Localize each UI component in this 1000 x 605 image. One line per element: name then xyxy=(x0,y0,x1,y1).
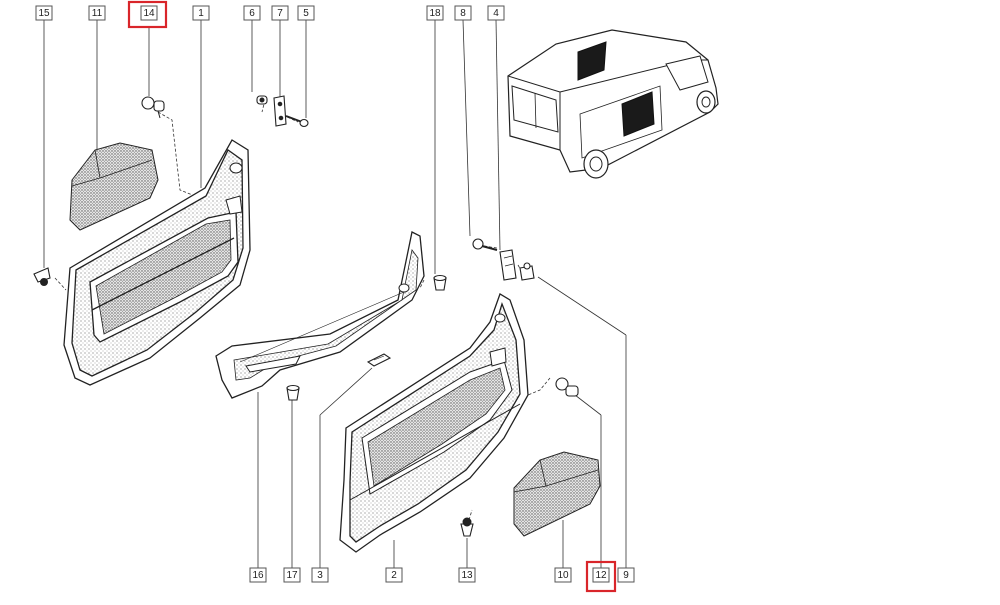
label-2[interactable]: 2 xyxy=(385,567,403,583)
bracket-4[interactable] xyxy=(499,249,517,281)
label-16[interactable]: 16 xyxy=(249,567,267,583)
label-13[interactable]: 13 xyxy=(458,567,476,583)
svg-text:9: 9 xyxy=(623,570,629,581)
clip-17[interactable] xyxy=(286,384,300,401)
label-12[interactable]: 12 xyxy=(585,560,617,593)
screw-8[interactable] xyxy=(472,238,498,251)
svg-text:8: 8 xyxy=(460,8,466,19)
highlight-box-14 xyxy=(127,0,168,29)
label-7[interactable]: 7 xyxy=(271,5,289,21)
highlight-box-12 xyxy=(585,560,617,593)
label-1[interactable]: 1 xyxy=(192,5,210,21)
clip-18[interactable] xyxy=(433,274,447,291)
label-11[interactable]: 11 xyxy=(88,5,106,21)
svg-text:12: 12 xyxy=(595,570,607,581)
door-panel-2[interactable] xyxy=(339,293,529,553)
svg-text:5: 5 xyxy=(303,8,309,19)
svg-text:11: 11 xyxy=(92,8,103,19)
leader-lines xyxy=(43,19,627,568)
label-17[interactable]: 17 xyxy=(283,567,301,583)
screw-5[interactable] xyxy=(285,115,309,128)
label-6[interactable]: 6 xyxy=(243,5,261,21)
label-18[interactable]: 18 xyxy=(426,5,444,21)
svg-text:13: 13 xyxy=(461,570,473,581)
svg-text:1: 1 xyxy=(198,8,204,19)
van-thumbnail xyxy=(507,29,719,179)
insulation-pad-10[interactable] xyxy=(513,451,601,537)
retainer-6[interactable] xyxy=(256,95,268,105)
insulation-pad-11[interactable] xyxy=(69,142,159,231)
sill-trim-16[interactable] xyxy=(215,231,425,399)
clip-14[interactable] xyxy=(141,96,165,119)
svg-text:14: 14 xyxy=(143,8,155,19)
label-3[interactable]: 3 xyxy=(311,567,329,583)
svg-text:16: 16 xyxy=(252,570,264,581)
svg-text:10: 10 xyxy=(557,570,569,581)
label-10[interactable]: 10 xyxy=(554,567,572,583)
bracket-7[interactable] xyxy=(273,95,287,127)
clip-13[interactable] xyxy=(460,517,474,537)
part-labels: 15 11 14 1 6 7 5 18 xyxy=(35,0,635,593)
label-8[interactable]: 8 xyxy=(454,5,472,21)
svg-text:2: 2 xyxy=(391,570,397,581)
svg-text:17: 17 xyxy=(286,570,298,581)
svg-text:18: 18 xyxy=(429,8,441,19)
label-5[interactable]: 5 xyxy=(297,5,315,21)
svg-text:7: 7 xyxy=(277,8,283,19)
label-15[interactable]: 15 xyxy=(35,5,53,21)
svg-text:15: 15 xyxy=(38,8,50,19)
clip-12[interactable] xyxy=(555,377,579,397)
label-14[interactable]: 14 xyxy=(127,0,168,29)
clip-15[interactable] xyxy=(33,267,51,286)
handle-insert-3[interactable] xyxy=(366,353,392,367)
roof-glass xyxy=(577,41,607,81)
svg-text:3: 3 xyxy=(317,570,323,581)
svg-text:4: 4 xyxy=(493,8,499,19)
label-4[interactable]: 4 xyxy=(487,5,505,21)
side-window-glass xyxy=(621,91,655,137)
door-panel-1[interactable] xyxy=(63,139,251,386)
label-9[interactable]: 9 xyxy=(617,567,635,583)
svg-text:6: 6 xyxy=(249,8,255,19)
clip-9[interactable] xyxy=(519,262,535,281)
